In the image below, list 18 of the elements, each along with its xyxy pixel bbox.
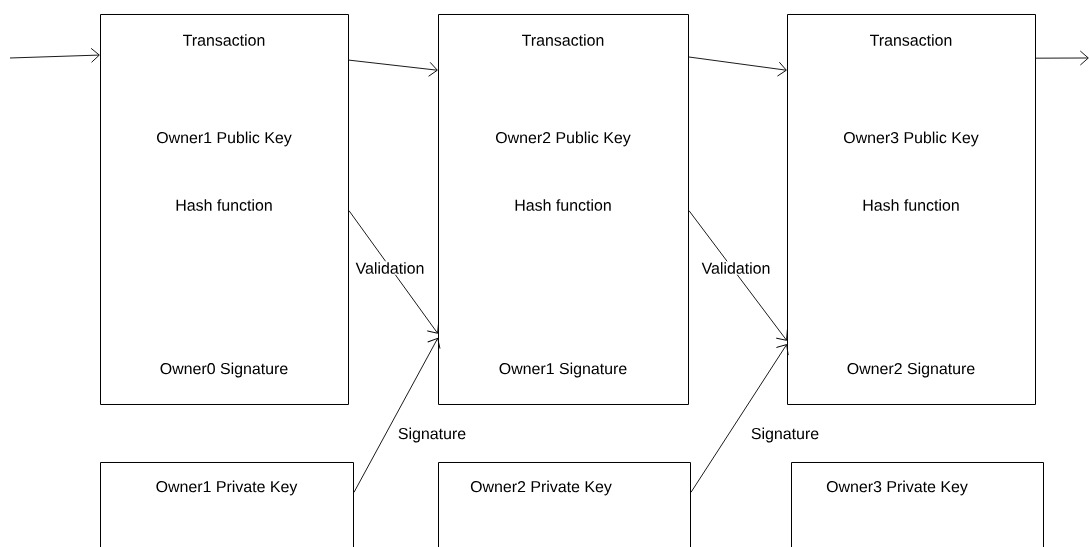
- arrow: [348, 210, 440, 334]
- arrow: [1035, 50, 1089, 66]
- key-box: Owner2 Private Key: [438, 462, 691, 547]
- key-box: Owner3 Private Key: [791, 462, 1044, 547]
- arrow: [353, 337, 441, 493]
- transaction-box: Transaction Owner1 Public Key Hash function Owner0 Signature: [100, 14, 349, 405]
- arrow: [9, 47, 100, 63]
- key-box: Owner1 Private Key: [100, 462, 354, 547]
- edge-label: Signature: [396, 426, 468, 444]
- arrow: [688, 210, 788, 341]
- arrow: [348, 59, 438, 77]
- edge-label: Validation: [354, 261, 426, 275]
- edge-label: Signature: [749, 426, 821, 444]
- arrow: [688, 56, 787, 77]
- transaction-box: Transaction Owner2 Public Key Hash function Owner1 Signature: [438, 14, 689, 405]
- edge-label: Validation: [700, 261, 772, 275]
- transaction-box: Transaction Owner3 Public Key Hash function Owner2 Signature: [787, 14, 1036, 405]
- arrow: [690, 344, 789, 493]
